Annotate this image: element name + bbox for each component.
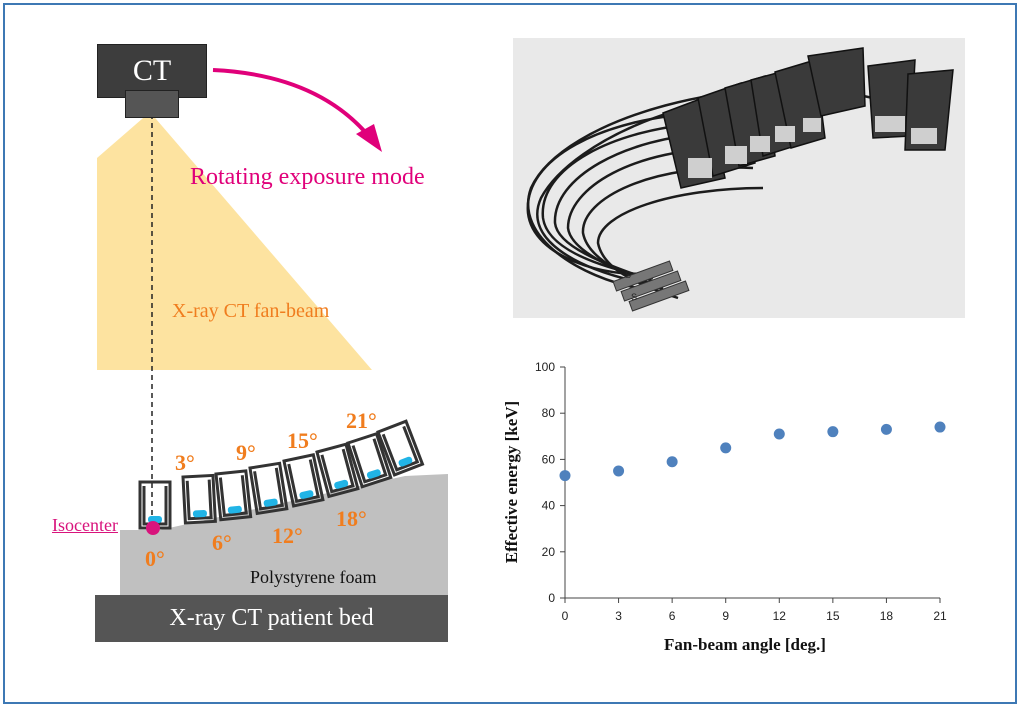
rotating-mode-label: Rotating exposure mode xyxy=(190,164,425,190)
dosimeter-holder-7 xyxy=(376,419,425,477)
angle-label-12: 12° xyxy=(272,523,303,548)
angle-label-21: 21° xyxy=(346,408,377,433)
sensor-element xyxy=(398,456,413,467)
polystyrene-foam xyxy=(120,474,448,595)
schematic-drawing xyxy=(97,68,448,595)
dosimeter-holder-2 xyxy=(214,469,253,522)
fan-beam xyxy=(97,112,372,370)
dosimeter-photo: S S xyxy=(513,38,965,318)
patient-bed: X-ray CT patient bed xyxy=(95,595,448,642)
angle-label-15: 15° xyxy=(287,428,318,453)
angle-label-3: 3° xyxy=(175,450,195,475)
x-ray-tube xyxy=(125,90,179,118)
foam-label: Polystyrene foam xyxy=(250,567,377,587)
angle-label-9: 9° xyxy=(236,440,256,465)
rotation-arrow xyxy=(212,68,374,142)
plug-label-2: S xyxy=(631,292,637,302)
figure-border xyxy=(3,3,1017,704)
dosimeter-array xyxy=(138,419,425,530)
ct-label: CT xyxy=(132,54,172,87)
dosimeter-holder-0 xyxy=(138,480,172,530)
rotation-arrow-head xyxy=(356,124,382,152)
bed-label: X-ray CT patient bed xyxy=(169,605,374,631)
sensor-element xyxy=(263,498,278,507)
angle-label-18: 18° xyxy=(336,506,367,531)
angle-label-0: 0° xyxy=(145,546,165,571)
sensor-element xyxy=(192,509,207,518)
fan-beam-label: X-ray CT fan-beam xyxy=(172,300,330,322)
dosimeter-holder-6 xyxy=(346,431,393,489)
sensor-element xyxy=(299,490,314,499)
angle-label-6: 6° xyxy=(212,530,232,555)
plug-label-1: S xyxy=(625,270,631,280)
sensor-element xyxy=(334,479,349,489)
dosimeter-holder-1 xyxy=(181,473,217,525)
sensor-element xyxy=(227,505,242,514)
sensor-element xyxy=(366,469,381,479)
isocenter-label: Isocenter xyxy=(52,515,118,535)
ct-scanner: CT xyxy=(97,44,207,98)
dosimeter-holder-3 xyxy=(248,461,289,516)
dosimeter-holder-5 xyxy=(315,442,360,499)
dosimeter-holder-4 xyxy=(282,452,325,508)
isocenter-marker xyxy=(146,521,160,535)
photo-drawing: S S xyxy=(513,38,965,318)
